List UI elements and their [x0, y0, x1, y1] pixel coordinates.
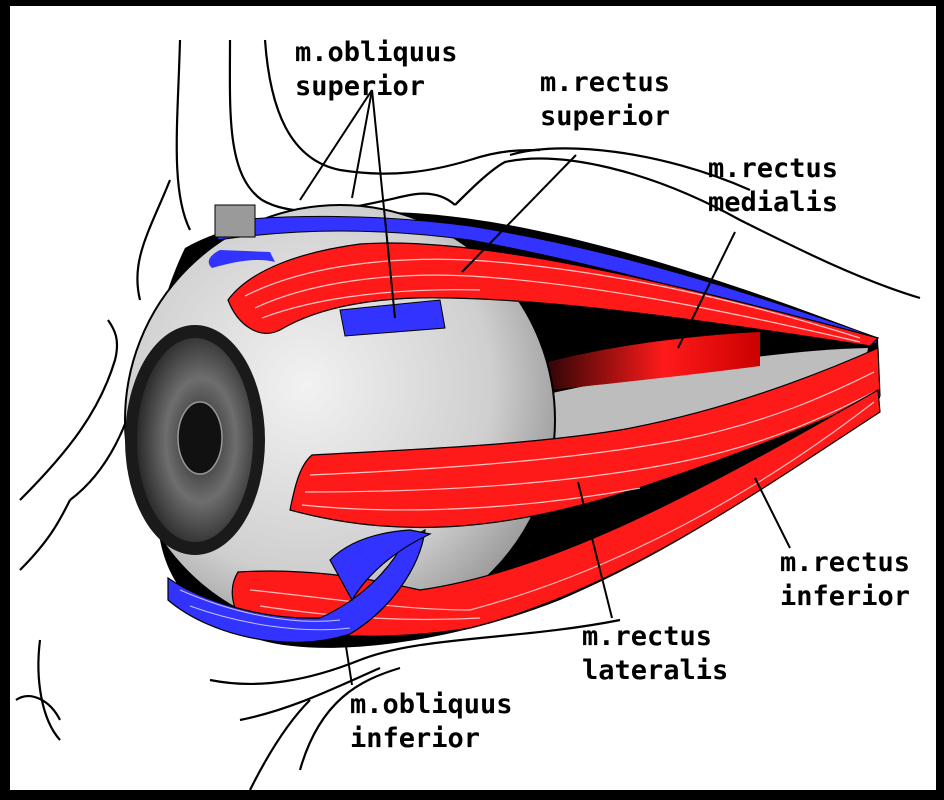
- label-rectus-superior: m.rectus superior: [540, 66, 670, 134]
- label-rectus-superior-line1: m.rectus: [540, 66, 670, 100]
- label-rectus-superior-line2: superior: [540, 100, 670, 134]
- label-rectus-lateralis: m.rectus lateralis: [582, 620, 728, 688]
- label-rectus-medialis-line1: m.rectus: [708, 152, 838, 186]
- label-rectus-inferior: m.rectus inferior: [780, 546, 910, 614]
- label-rectus-inferior-line1: m.rectus: [780, 546, 910, 580]
- label-rectus-medialis-line2: medialis: [708, 186, 838, 220]
- label-obliquus-inferior-line1: m.obliquus: [350, 688, 513, 722]
- label-obliquus-superior-line1: m.obliquus: [295, 36, 458, 70]
- label-rectus-inferior-line2: inferior: [780, 580, 910, 614]
- pupil: [178, 402, 222, 474]
- label-obliquus-superior: m.obliquus superior: [295, 36, 458, 104]
- label-rectus-medialis: m.rectus medialis: [708, 152, 838, 220]
- label-rectus-lateralis-line2: lateralis: [582, 654, 728, 688]
- label-obliquus-inferior-line2: inferior: [350, 722, 513, 756]
- label-obliquus-superior-line2: superior: [295, 70, 458, 104]
- label-obliquus-inferior: m.obliquus inferior: [350, 688, 513, 756]
- label-rectus-lateralis-line1: m.rectus: [582, 620, 728, 654]
